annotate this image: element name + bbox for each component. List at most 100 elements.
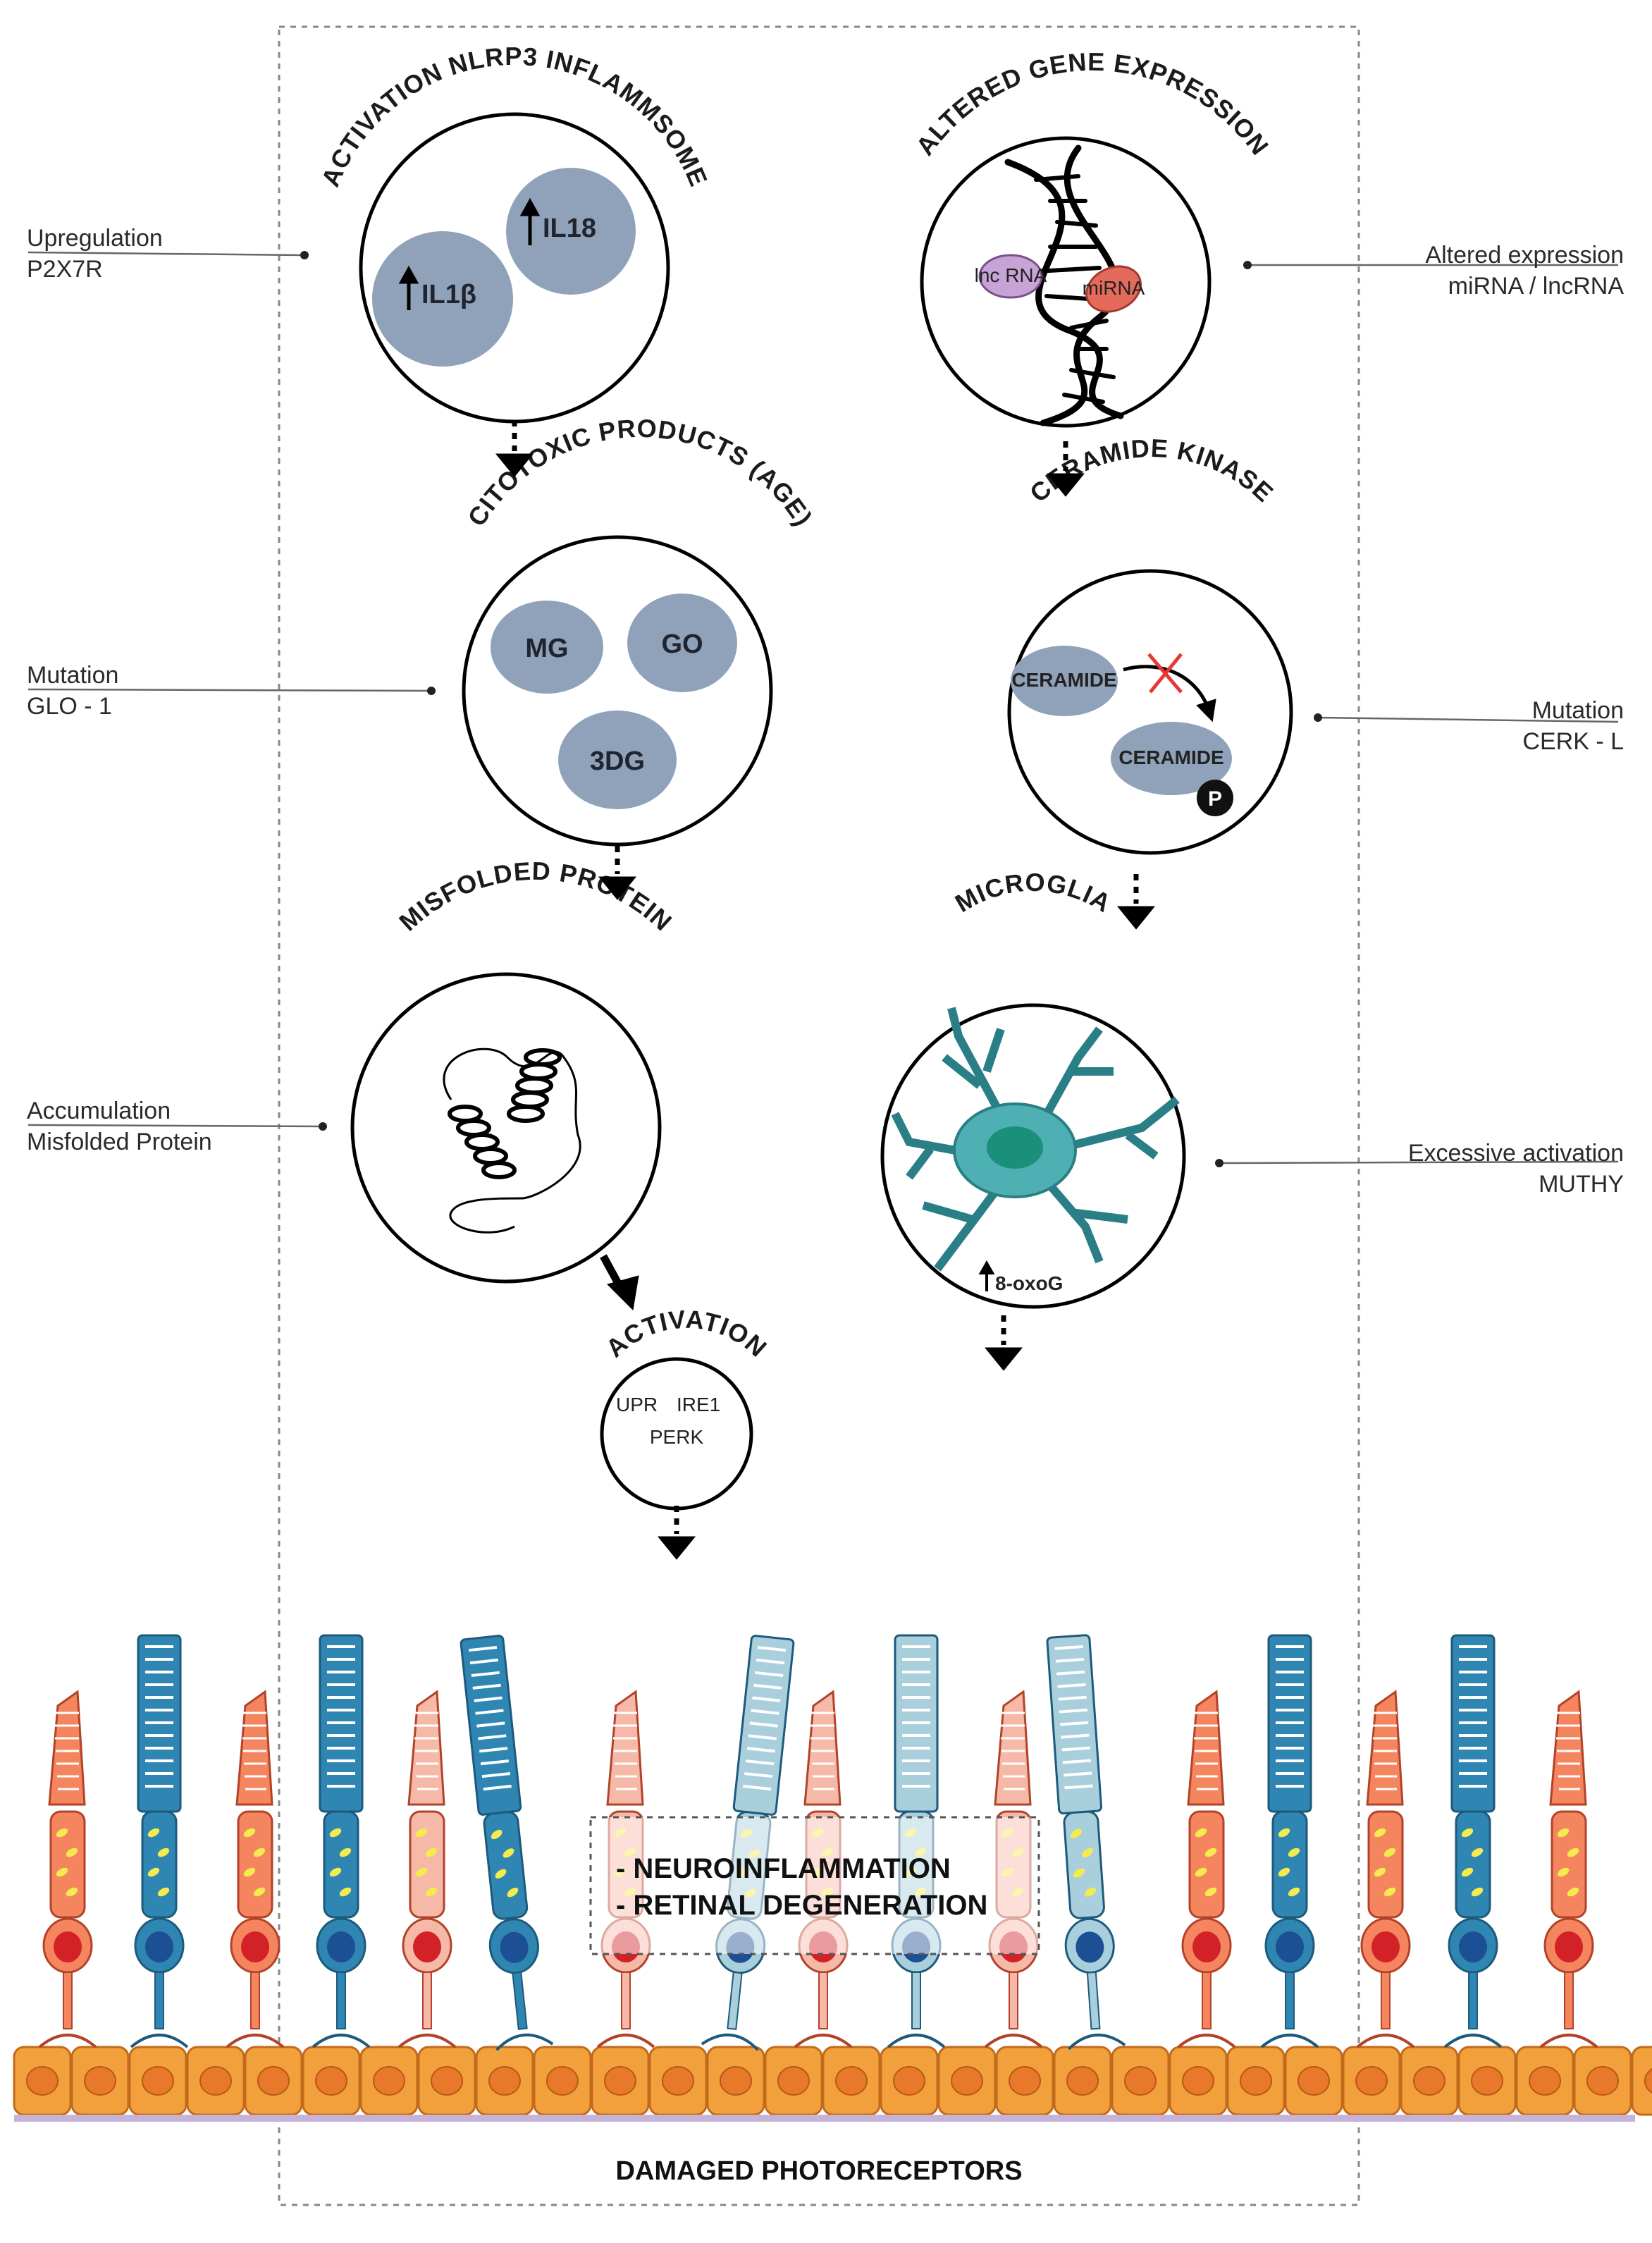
rpe-nucleus <box>720 2066 752 2096</box>
synaptic-terminal <box>887 2034 946 2048</box>
disc <box>472 1683 501 1690</box>
axon <box>1285 1972 1295 2029</box>
nucleus <box>1192 1931 1221 1962</box>
mitochondrion <box>56 1867 68 1877</box>
mitochondrion <box>507 1887 519 1898</box>
flow-arrows <box>495 420 1156 1560</box>
disc <box>481 1772 510 1778</box>
disc <box>479 1747 508 1753</box>
rpe-nucleus <box>26 2066 58 2096</box>
mitochondrion <box>1071 1829 1083 1838</box>
disc <box>478 1734 507 1740</box>
label-mutation-glo1: Mutation GLO - 1 <box>27 660 118 722</box>
synaptic-terminal <box>1356 2034 1415 2048</box>
synaptic-terminal <box>1067 2034 1126 2051</box>
axon <box>422 1972 432 2029</box>
rpe-nucleus <box>893 2066 925 2096</box>
mitochondrion <box>1567 1887 1579 1897</box>
rpe-nucleus <box>1124 2066 1157 2096</box>
mitochondrion <box>1383 1887 1396 1897</box>
side-connectors <box>27 251 1619 1167</box>
mitochondrion <box>491 1829 503 1840</box>
rpe-nucleus <box>1586 2066 1619 2096</box>
rod-photoreceptor <box>1443 1634 1503 2048</box>
mitochondrion <box>243 1867 256 1877</box>
inner-segment <box>1367 1810 1404 1919</box>
upr-label: UPR <box>616 1394 658 1415</box>
side-label-line: Misfolded Protein <box>27 1129 212 1155</box>
axon <box>1009 1972 1018 2029</box>
cone-photoreceptor <box>397 1690 457 2048</box>
mirna-blob <box>1085 265 1142 313</box>
axon <box>911 1972 921 2029</box>
mirna-label: miRNA <box>1083 277 1145 299</box>
disc <box>1062 1759 1092 1764</box>
go-blob <box>627 594 737 692</box>
axon <box>621 1972 631 2029</box>
rpe-nucleus <box>431 2066 463 2096</box>
disc <box>1058 1695 1087 1701</box>
disc <box>757 1646 787 1652</box>
rpe-nucleus <box>373 2066 405 2096</box>
mitochondrion <box>1461 1867 1474 1877</box>
side-label-line: Accumulation <box>27 1098 171 1124</box>
mitochondrion <box>425 1887 438 1897</box>
mitochondrion <box>66 1848 78 1857</box>
label-altered-expression-mirna: Altered expression miRNA / lncRNA <box>1425 240 1624 302</box>
axon <box>250 1972 260 2029</box>
activation-title: ACTIVATION <box>600 1305 773 1363</box>
inner-segment <box>141 1810 178 1919</box>
cone-photoreceptor <box>38 1690 97 2048</box>
rpe-nucleus <box>604 2066 636 2096</box>
outcomes-box: - NEUROINFLAMMATION - RETINAL DEGENERATI… <box>589 1816 1040 1955</box>
mitochondrion <box>329 1828 342 1838</box>
ceramide-title: CERAMIDE KINASE <box>1024 434 1279 508</box>
ceramide-phosphate-blob <box>1111 722 1232 795</box>
side-label-line: Mutation <box>1531 697 1624 724</box>
nucleus <box>54 1931 82 1962</box>
inner-segment <box>1188 1810 1225 1919</box>
mitochondrion <box>1073 1868 1085 1878</box>
inner-segment <box>1063 1810 1105 1919</box>
up-arrow-icon <box>978 1260 995 1291</box>
mitochondrion <box>425 1848 438 1857</box>
mitochondrion <box>415 1867 428 1877</box>
disc <box>1055 1657 1085 1663</box>
mitochondrion <box>1471 1887 1484 1897</box>
mitochondrion <box>1288 1848 1300 1857</box>
rpe-nucleus <box>1182 2066 1214 2096</box>
nucleus <box>1276 1931 1304 1962</box>
nucleus <box>327 1931 355 1962</box>
disc <box>480 1759 510 1766</box>
rod-photoreceptor <box>460 1635 554 2051</box>
mitochondrion <box>1195 1828 1207 1838</box>
disc <box>476 1721 505 1728</box>
oxog-label: 8-oxoG <box>995 1272 1063 1294</box>
disc <box>471 1671 500 1677</box>
ceramide-phosphate-label: CERAMIDE <box>1118 746 1223 768</box>
nucleus <box>1371 1931 1400 1962</box>
mitochondrion <box>1084 1887 1096 1897</box>
mitochondrion <box>1461 1828 1474 1838</box>
dotted-arrow-icon <box>598 846 637 900</box>
il18-blob <box>506 168 636 295</box>
reaction-arrow-icon <box>1123 665 1216 723</box>
cone-outer-segment <box>1187 1690 1225 1806</box>
mitochondrion <box>1557 1867 1570 1877</box>
rod-photoreceptor <box>1046 1634 1126 2051</box>
misfolded-protein-circle: MISFOLDED PROTEIN <box>350 856 677 1284</box>
synaptic-terminal <box>130 2034 189 2048</box>
disc <box>752 1696 781 1702</box>
side-label-line: GLO - 1 <box>27 693 112 720</box>
3dg-blob <box>558 711 677 809</box>
il1b-label: IL1β <box>421 280 476 309</box>
axon <box>1202 1972 1212 2029</box>
cone-outer-segment <box>48 1690 86 1806</box>
misfolded-protein-icon <box>443 1047 581 1234</box>
mitochondrion <box>503 1848 514 1858</box>
nucleus <box>1459 1931 1487 1962</box>
dotted-arrow-icon <box>1046 441 1085 497</box>
phosphate-label: P <box>1208 787 1222 811</box>
up-arrow-icon <box>398 265 419 310</box>
